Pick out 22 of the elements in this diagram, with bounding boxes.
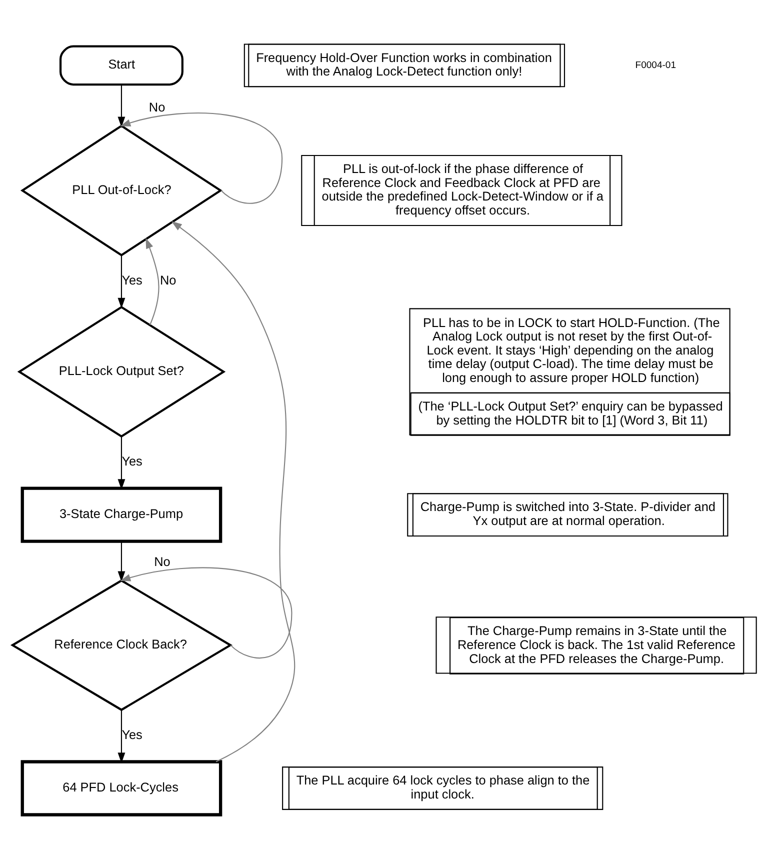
edge-label: Yes [122, 272, 142, 288]
edge-label: No [154, 554, 170, 569]
arrow [118, 84, 126, 128]
label: F0004-01 [635, 60, 676, 71]
node-box: 3-State Charge-Pump [20, 486, 222, 543]
arrow [120, 112, 283, 204]
edge-label: Yes [122, 727, 142, 742]
arrow [118, 542, 126, 582]
node-diamond: Reference Clock Back? [10, 579, 232, 712]
edge-label: Yes [122, 454, 142, 469]
node-box: Start [59, 45, 184, 86]
arrow [118, 255, 126, 309]
node-diamond: PLL-Lock Output Set? [17, 306, 226, 438]
node-box: 64 PFD Lock-Cycles [20, 760, 222, 816]
arrow [120, 567, 292, 658]
arrow [146, 238, 160, 326]
arrow [171, 221, 295, 762]
node-diamond: PLL Out-of-Lock? [20, 124, 222, 256]
arrow [118, 710, 126, 764]
edge-label: No [148, 100, 166, 115]
arrow [118, 436, 126, 490]
edge-label: No [160, 272, 176, 288]
